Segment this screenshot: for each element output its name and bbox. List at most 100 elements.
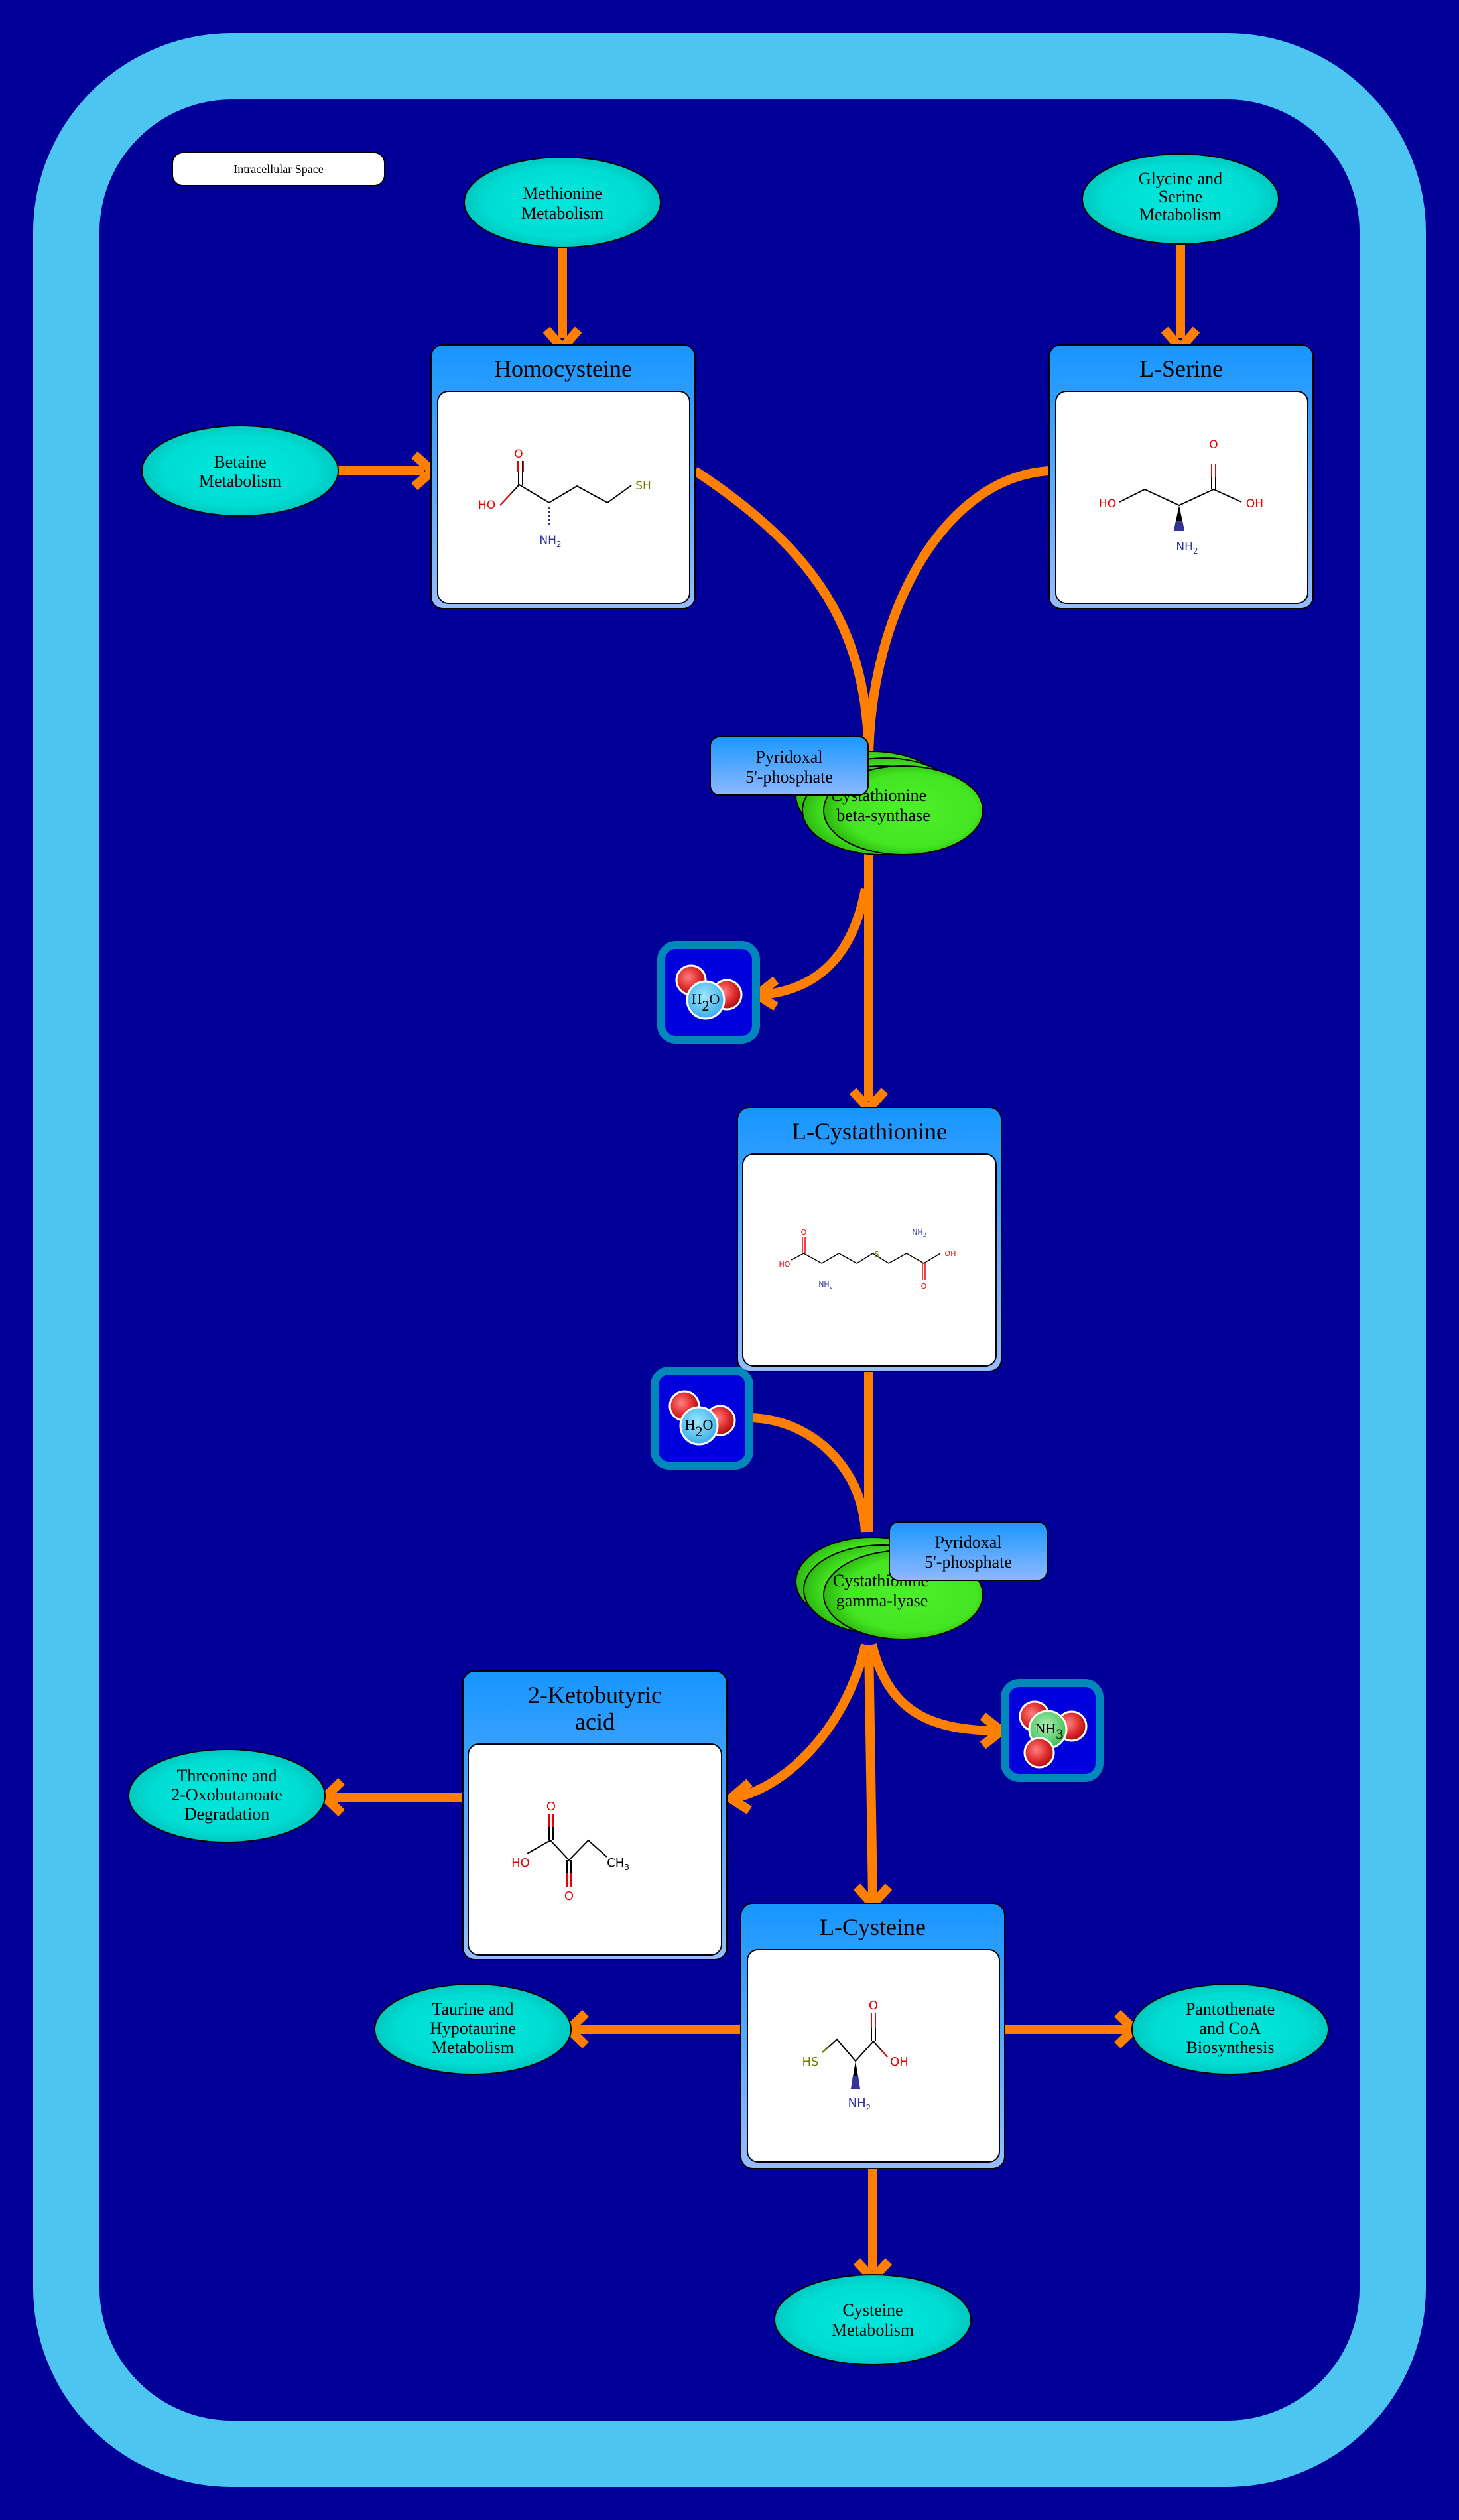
formula-label: H [685,1417,696,1433]
cofactor-pyridoxal-phosphate[interactable]: Pyridoxal 5'-phosphate [710,736,869,796]
svg-text:CH3: CH3 [607,1856,629,1872]
small-molecule-h2o[interactable]: H2O [651,1367,753,1470]
formula-label: O [710,991,720,1007]
atom-label: NH [1176,540,1193,554]
l-cystathionine-structure: O HO NH2 S NH2 OH O [779,1228,956,1291]
enzyme-cystathionine-beta-synthase[interactable]: Cystathionine beta-synthase Pyridoxal 5'… [710,736,983,855]
compound-title: acid [575,1708,615,1735]
atom-subscript: 2 [556,540,562,549]
svg-text:NH2: NH2 [1176,540,1198,556]
edge-cgl-nh3 [867,1643,995,1735]
atom-label: NH [912,1228,923,1237]
pathway-pantothenate-coa-biosynthesis[interactable]: Pantothenate and CoA Biosynthesis [1131,1984,1329,2075]
small-molecule-nh3[interactable]: NH3 [1001,1679,1104,1782]
compartment-label: Intracellular Space [172,152,385,186]
pathway-threonine-degradation[interactable]: Threonine and 2-Oxobutanoate Degradation [128,1749,326,1843]
atom-label: HS [802,2055,819,2069]
pathway-label: Taurine and [432,1999,513,2019]
enzyme-label: gamma-lyase [836,1591,928,1610]
pathway-label: Degradation [184,1804,270,1824]
formula-subscript: 2 [702,997,710,1014]
pathway-label: Metabolism [432,2038,514,2057]
pathway-betaine-metabolism[interactable]: Betaine Metabolism [141,425,339,517]
atom-label: NH [539,534,556,547]
cofactor-label: Pyridoxal [755,747,822,767]
atom-label: NH [818,1280,830,1289]
formula-label: H [692,991,702,1007]
formula-subscript: 2 [696,1423,703,1440]
atom-label: HO [1099,497,1116,511]
pathway-label: Serine [1159,187,1202,206]
atom-label: OH [890,2055,909,2069]
cofactor-label: 5'-phosphate [745,767,833,787]
atom-label: SH [635,479,651,493]
pathway-label: Pantothenate [1186,1999,1275,2019]
l-serine-structure: HO O OH NH2 [1099,438,1263,556]
edge-cgl-cysteine [864,1644,877,1897]
atom-label: HO [511,1856,530,1870]
hydrogen-sphere-icon [1023,1737,1055,1769]
svg-text:NH2: NH2 [912,1228,926,1238]
pathway-label: 2-Oxobutanoate [171,1785,283,1804]
pathway-methionine-metabolism[interactable]: Methionine Metabolism [464,157,661,248]
atom-label: HO [779,1260,791,1269]
pathway-label: Metabolism [1139,205,1222,224]
pathway-label: Hypotaurine [430,2019,516,2038]
compound-2-ketobutyric-acid[interactable]: 2-Ketobutyric acid O HO O CH3 [462,1670,728,1960]
edge-serine-cbs [864,466,1050,763]
arrowhead-icon [723,1779,753,1814]
svg-text:NH2: NH2 [848,2096,871,2112]
cell-membrane [33,33,1426,2487]
compound-l-cysteine[interactable]: L-Cysteine O HS OH NH2 [740,1903,1005,2169]
pathway-label: Betaine [214,452,266,472]
pathway-label: Threonine and [177,1766,277,1785]
l-cysteine-structure: O HS OH NH2 [802,1999,909,2112]
2-ketobutyric-acid-structure: O HO O CH3 [511,1800,629,1903]
molecule-center-icon [679,1406,719,1446]
pathway-glycine-serine-metabolism[interactable]: Glycine and Serine Metabolism [1082,153,1279,245]
atom-label: CH [607,1856,624,1870]
cofactor-label: Pyridoxal [934,1533,1001,1552]
atom-label: HO [478,499,495,512]
atom-subscript: 2 [923,1232,926,1238]
compound-title: L-Serine [1139,355,1223,382]
compound-title: 2-Ketobutyric [528,1682,662,1708]
svg-text:H2O: H2O [692,991,720,1014]
pathway-cysteine-metabolism[interactable]: Cysteine Metabolism [774,2274,972,2365]
atom-subscript: 2 [830,1284,833,1290]
pathway-label: Metabolism [832,2320,914,2340]
compound-l-cystathionine[interactable]: L-Cystathionine O HO NH2 S NH2 OH O [737,1107,1002,1372]
cofactor-label: 5'-phosphate [924,1552,1012,1572]
edge-cbs-h2o [762,887,870,999]
svg-text:NH2: NH2 [818,1280,833,1290]
pathway-label: and CoA [1199,2019,1261,2038]
cofactor-pyridoxal-phosphate[interactable]: Pyridoxal 5'-phosphate [889,1521,1048,1581]
pathway-label: Biosynthesis [1186,2038,1275,2057]
compound-title: L-Cysteine [820,1914,926,1940]
homocysteine-structure: O HO NH2 SH [478,448,651,549]
atom-subscript: 3 [624,1863,629,1872]
atom-label: O [869,1999,878,2013]
pathway-label: Methionine [523,184,602,203]
compartment-label-text: Intracellular Space [233,162,323,176]
atom-label: O [564,1889,574,1903]
enzyme-cystathionine-gamma-lyase[interactable]: Cystathionine gamma-lyase Pyridoxal 5'-p… [795,1521,1048,1640]
formula-label: O [703,1417,714,1433]
svg-text:NH2: NH2 [539,534,561,549]
compound-title: Homocysteine [494,355,632,382]
atom-label: O [546,1800,556,1814]
atom-label: OH [945,1249,956,1258]
svg-text:NH3: NH3 [1035,1720,1064,1742]
atom-label: O [1209,438,1218,452]
pathway-label: Glycine and [1139,169,1222,188]
pathway-label: Metabolism [521,204,603,223]
atom-label: O [921,1282,927,1291]
atom-label: S [875,1250,879,1259]
svg-text:H2O: H2O [685,1417,714,1440]
compound-l-serine[interactable]: L-Serine HO O OH NH2 [1048,344,1314,609]
small-molecule-h2o[interactable]: H2O [657,941,760,1044]
compound-homocysteine[interactable]: Homocysteine O HO NH2 SH [430,344,696,609]
pathway-taurine-metabolism[interactable]: Taurine and Hypotaurine Metabolism [374,1984,572,2075]
edge-homocysteine-cbs [692,467,873,763]
